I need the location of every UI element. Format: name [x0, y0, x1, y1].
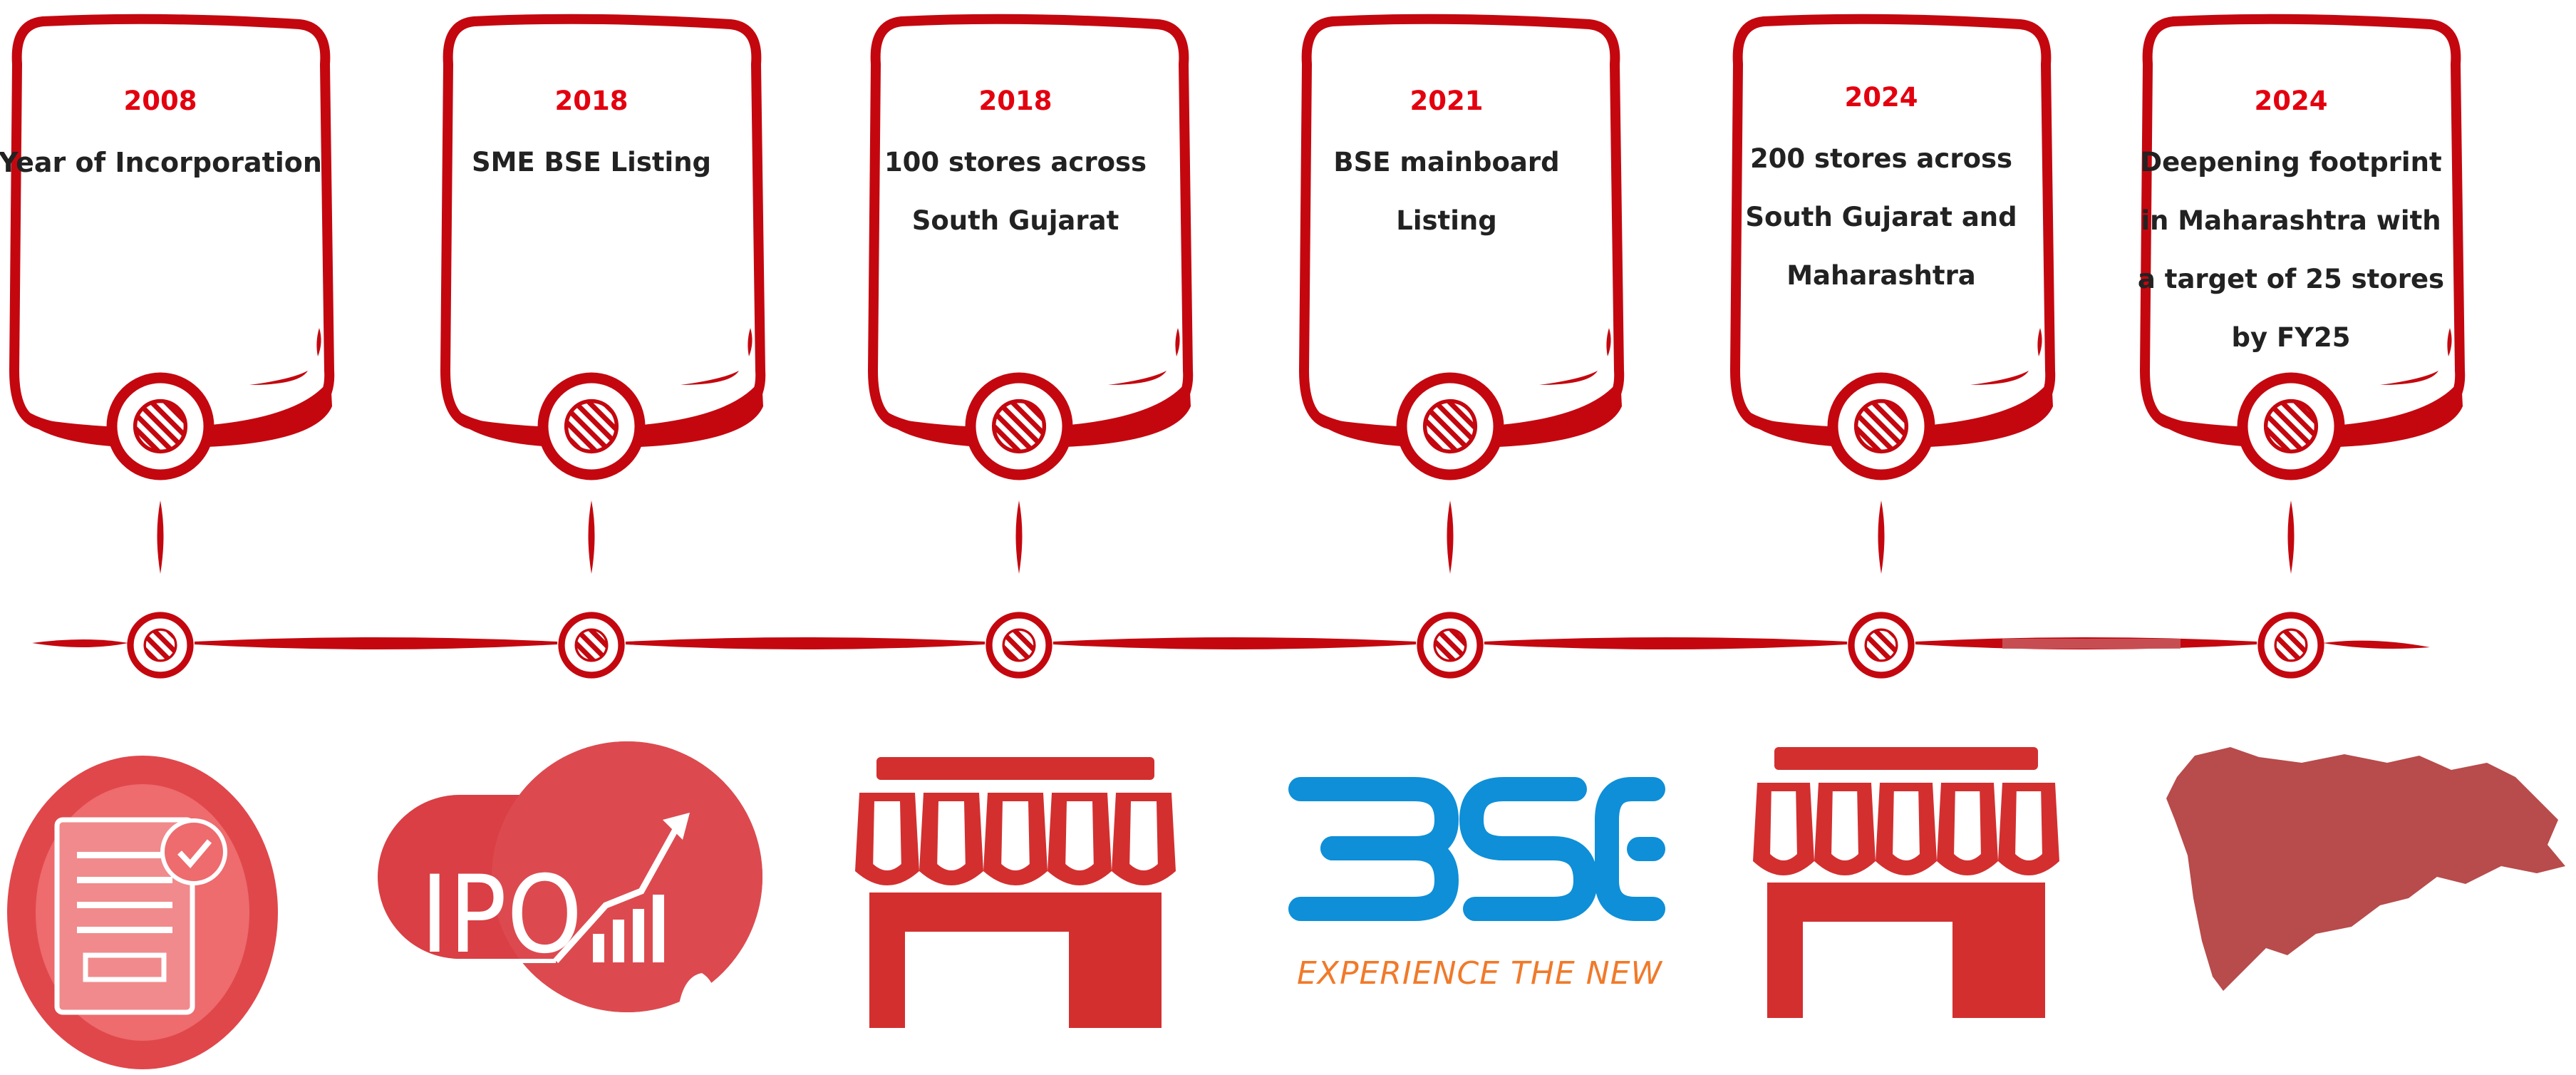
- timeline-node-icon: [1417, 612, 1484, 679]
- milestone-card-frame: [440, 14, 766, 574]
- timeline-segment: [625, 637, 986, 649]
- timeline-node-icon: [1848, 612, 1915, 679]
- card-brush: [444, 378, 763, 448]
- card-flourish: [2447, 328, 2452, 356]
- card-border: [9, 14, 335, 438]
- card-brush: [871, 378, 1191, 448]
- milestone-card-2: 2018 SME BSE Listing: [424, 86, 759, 192]
- card-flourish: [1175, 328, 1180, 356]
- maharashtra-map-icon: [2166, 747, 2565, 991]
- connector-drop: [1447, 500, 1454, 574]
- connector-drop: [157, 500, 164, 574]
- card-flourish: [316, 328, 321, 356]
- card-brush: [13, 378, 332, 448]
- milestone-description: 100 stores across South Gujarat: [884, 147, 1147, 236]
- milestone-card-frame: [867, 14, 1194, 574]
- milestone-card-3: 2018 100 stores across South Gujarat: [848, 86, 1183, 250]
- milestone-card-frame: [2139, 14, 2466, 574]
- document-check-icon: [7, 756, 278, 1069]
- card-flourish: [748, 328, 752, 356]
- card-brush: [1734, 378, 2053, 448]
- ipo-chart-icon: IPO: [378, 741, 762, 1019]
- connector-drop: [1015, 500, 1023, 574]
- timeline-segment: [1484, 637, 1848, 649]
- connector-drop: [2287, 500, 2295, 574]
- milestone-year: 2018: [978, 86, 1052, 116]
- milestone-card-1: 2008 Year of Incorporation: [0, 86, 328, 192]
- milestone-year: 2018: [554, 86, 629, 116]
- card-brush: [2143, 378, 2463, 448]
- card-badge-icon: [537, 372, 646, 480]
- timeline-right-end: [2323, 640, 2430, 649]
- card-badge-icon: [1396, 372, 1504, 480]
- card-flourish: [2037, 328, 2042, 356]
- storefront-icon: [855, 757, 1176, 1039]
- card-badge-icon: [106, 372, 214, 480]
- connector-drop: [1878, 500, 1885, 574]
- connector-drop: [588, 500, 595, 574]
- milestone-year: 2024: [2254, 86, 2328, 116]
- milestone-year: 2008: [123, 86, 197, 116]
- bell-icon: [677, 973, 717, 1019]
- card-flourish: [1606, 328, 1611, 356]
- milestone-description: BSE mainboard Listing: [1333, 147, 1560, 236]
- timeline-segment: [194, 637, 558, 649]
- milestone-card-4: 2021 BSE mainboard Listing: [1279, 86, 1614, 250]
- card-badge-icon: [965, 372, 1073, 480]
- milestone-description: 200 stores across South Gujarat and Maha…: [1745, 143, 2017, 291]
- milestone-card-5: 2024 200 stores across South Gujarat and…: [1714, 82, 2049, 305]
- card-flourish: [681, 371, 739, 385]
- timeline-node-icon: [127, 612, 194, 679]
- card-flourish: [1108, 371, 1167, 385]
- milestone-card-frame: [1729, 14, 2056, 574]
- card-flourish: [249, 371, 308, 385]
- card-flourish: [1539, 371, 1598, 385]
- card-brush: [1303, 378, 1622, 448]
- timeline-left-end: [32, 639, 128, 647]
- milestone-description: Deepening footprint in Maharashtra with …: [2137, 147, 2445, 353]
- card-flourish: [1970, 371, 2029, 385]
- timeline-node-icon: [2257, 612, 2324, 679]
- milestone-description: SME BSE Listing: [471, 147, 712, 178]
- timeline-segment: [1052, 637, 1417, 649]
- card-badge-icon: [2237, 372, 2345, 480]
- card-flourish: [2380, 371, 2438, 385]
- timeline-faded-segment: [2002, 639, 2181, 649]
- milestone-description: Year of Incorporation: [0, 147, 322, 178]
- card-badge-icon: [1827, 372, 1935, 480]
- milestone-year: 2024: [1844, 82, 1918, 113]
- milestone-card-6: 2024 Deepening footprint in Maharashtra …: [2124, 86, 2458, 367]
- milestone-year: 2021: [1409, 86, 1484, 116]
- timeline-node-icon: [986, 612, 1052, 679]
- timeline-node-icon: [558, 612, 625, 679]
- bse-tagline: EXPERIENCE THE NEW: [1297, 955, 1663, 992]
- milestone-card-frame: [9, 14, 335, 574]
- card-border: [440, 14, 766, 438]
- bse-logo: [1288, 777, 1665, 921]
- storefront-icon: [1753, 747, 2059, 1029]
- milestone-card-frame: [1298, 14, 1625, 574]
